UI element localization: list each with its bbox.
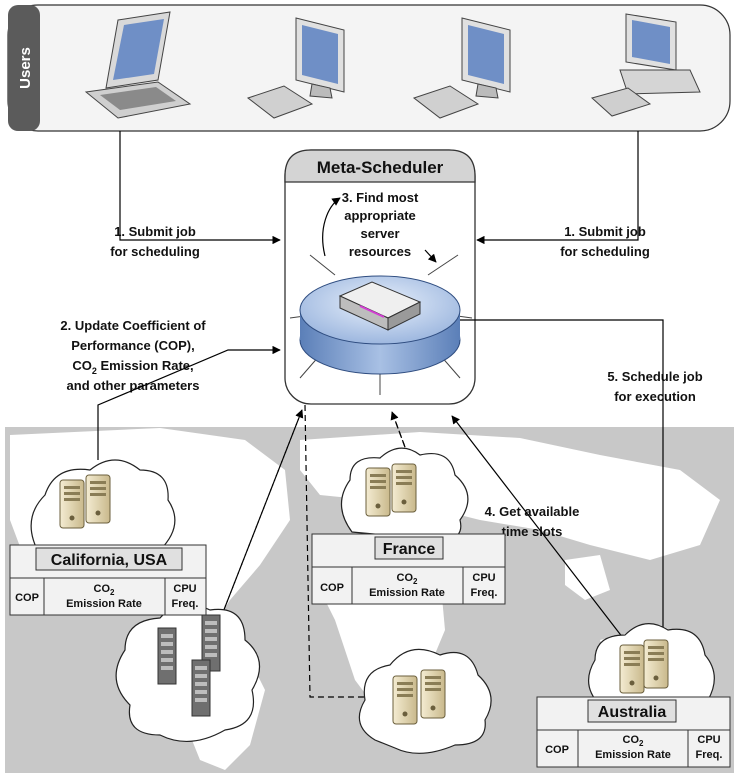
svg-text:resources: resources (349, 244, 411, 259)
server-icon (643, 639, 669, 689)
svg-text:Australia: Australia (598, 704, 667, 721)
svg-text:CPU: CPU (697, 734, 720, 746)
svg-text:California, USA: California, USA (51, 552, 168, 569)
site-table-california: California, USA COP CO2 Emission Rate CP… (9, 544, 207, 616)
laptop-icon (84, 11, 192, 119)
svg-text:Freq.: Freq. (172, 598, 199, 610)
step-submit-right: 1. Submit job for scheduling (560, 224, 650, 259)
svg-text:COP: COP (320, 582, 344, 594)
svg-text:2. Update Coefficient of: 2. Update Coefficient of (60, 318, 206, 333)
svg-text:time slots: time slots (502, 524, 563, 539)
svg-text:CO2: CO2 (397, 572, 419, 586)
svg-text:COP: COP (545, 744, 569, 756)
site-table-australia: Australia COP CO2 Emission Rate CPU Freq… (536, 696, 731, 768)
svg-text:for execution: for execution (614, 389, 696, 404)
meta-scheduler-box: Meta-Scheduler (284, 149, 476, 405)
step-update-parameters: 2. Update Coefficient of Performance (CO… (60, 318, 206, 393)
arrow-lines (97, 131, 668, 661)
desktop-computer-icon (590, 13, 701, 117)
france-cloud (340, 447, 469, 541)
dashed-arrows (216, 404, 414, 702)
server-rack-icon (191, 659, 211, 717)
server-icon (59, 479, 85, 529)
desktop-monitor-icon (246, 17, 345, 119)
svg-text:CO2: CO2 (94, 583, 116, 597)
svg-text:CPU: CPU (472, 572, 495, 584)
svg-text:Performance (COP),: Performance (COP), (71, 338, 195, 353)
router-icon (338, 281, 422, 331)
svg-text:appropriate: appropriate (344, 208, 416, 223)
svg-text:server: server (360, 226, 399, 241)
svg-text:Emission Rate: Emission Rate (369, 587, 445, 599)
svg-text:1. Submit job: 1. Submit job (564, 224, 646, 239)
australia-cloud (588, 623, 715, 706)
svg-text:Freq.: Freq. (696, 749, 723, 761)
server-icon (365, 467, 391, 517)
california-cloud (30, 459, 176, 556)
server-icon (391, 463, 417, 513)
server-icon (420, 669, 446, 719)
step-submit-left: 1. Submit job for scheduling (110, 224, 200, 259)
svg-text:3. Find most: 3. Find most (342, 190, 419, 205)
server-icon (619, 644, 645, 694)
svg-text:Emission Rate: Emission Rate (66, 598, 142, 610)
site-table-france: France COP CO2 Emission Rate CPU Freq. (311, 533, 506, 605)
step-schedule-execution: 5. Schedule job for execution (607, 369, 702, 404)
svg-text:France: France (383, 541, 436, 558)
server-cloud-center (358, 648, 492, 754)
svg-text:Freq.: Freq. (471, 587, 498, 599)
racks-cloud (115, 603, 261, 743)
desktop-monitor-icon (412, 17, 511, 119)
server-icon (85, 474, 111, 524)
svg-text:COP: COP (15, 592, 39, 604)
server-rack-icon (157, 627, 177, 685)
svg-text:CO2: CO2 (623, 734, 645, 748)
svg-text:CPU: CPU (173, 583, 196, 595)
meta-scheduler-title: Meta-Scheduler (317, 158, 444, 177)
svg-text:and other parameters: and other parameters (67, 378, 200, 393)
svg-text:4. Get available: 4. Get available (485, 504, 580, 519)
svg-text:for scheduling: for scheduling (110, 244, 200, 259)
step-find-resources: 3. Find most appropriate server resource… (342, 190, 419, 259)
svg-text:for scheduling: for scheduling (560, 244, 650, 259)
svg-text:1. Submit job: 1. Submit job (114, 224, 196, 239)
step-get-time-slots: 4. Get available time slots (485, 504, 580, 539)
svg-text:5. Schedule job: 5. Schedule job (607, 369, 702, 384)
svg-text:CO2 Emission Rate,: CO2 Emission Rate, (72, 358, 193, 376)
users-band: Users (7, 4, 731, 132)
users-label: Users (17, 47, 34, 89)
server-icon (392, 675, 418, 725)
svg-text:Emission Rate: Emission Rate (595, 749, 671, 761)
